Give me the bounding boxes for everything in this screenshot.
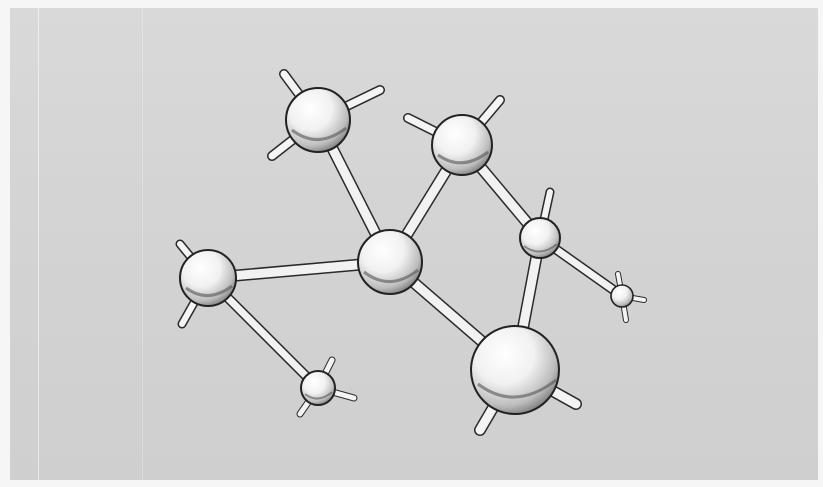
atom-bottom-left-small xyxy=(300,370,336,406)
atom-left xyxy=(179,249,237,307)
atom-center xyxy=(357,229,423,295)
atom-mid-right xyxy=(519,217,561,259)
plate-fold-line xyxy=(38,8,39,480)
atom-bottom-right xyxy=(470,325,560,415)
atom-top-right xyxy=(431,114,493,176)
atom-top-left xyxy=(285,87,351,153)
atom-right-small xyxy=(610,284,634,308)
plate-fold-line-secondary xyxy=(142,8,143,480)
atoms xyxy=(179,87,634,415)
